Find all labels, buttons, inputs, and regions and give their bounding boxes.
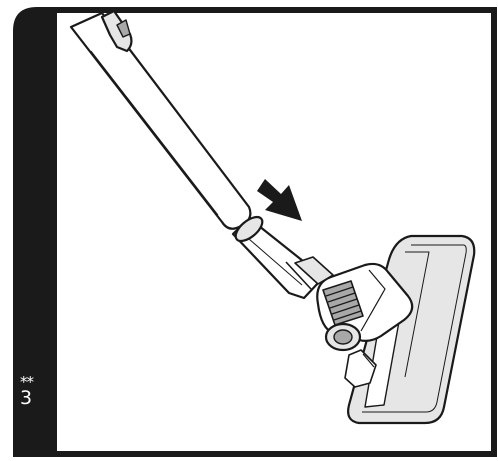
step-panel bbox=[13, 7, 497, 457]
arrow-down-right-icon bbox=[257, 179, 302, 221]
illustration bbox=[13, 7, 497, 457]
step-label: ** 3 bbox=[19, 375, 45, 408]
floor-nozzle bbox=[232, 213, 475, 423]
extension-pipe bbox=[71, 11, 250, 229]
step-number: 3 bbox=[20, 389, 45, 408]
